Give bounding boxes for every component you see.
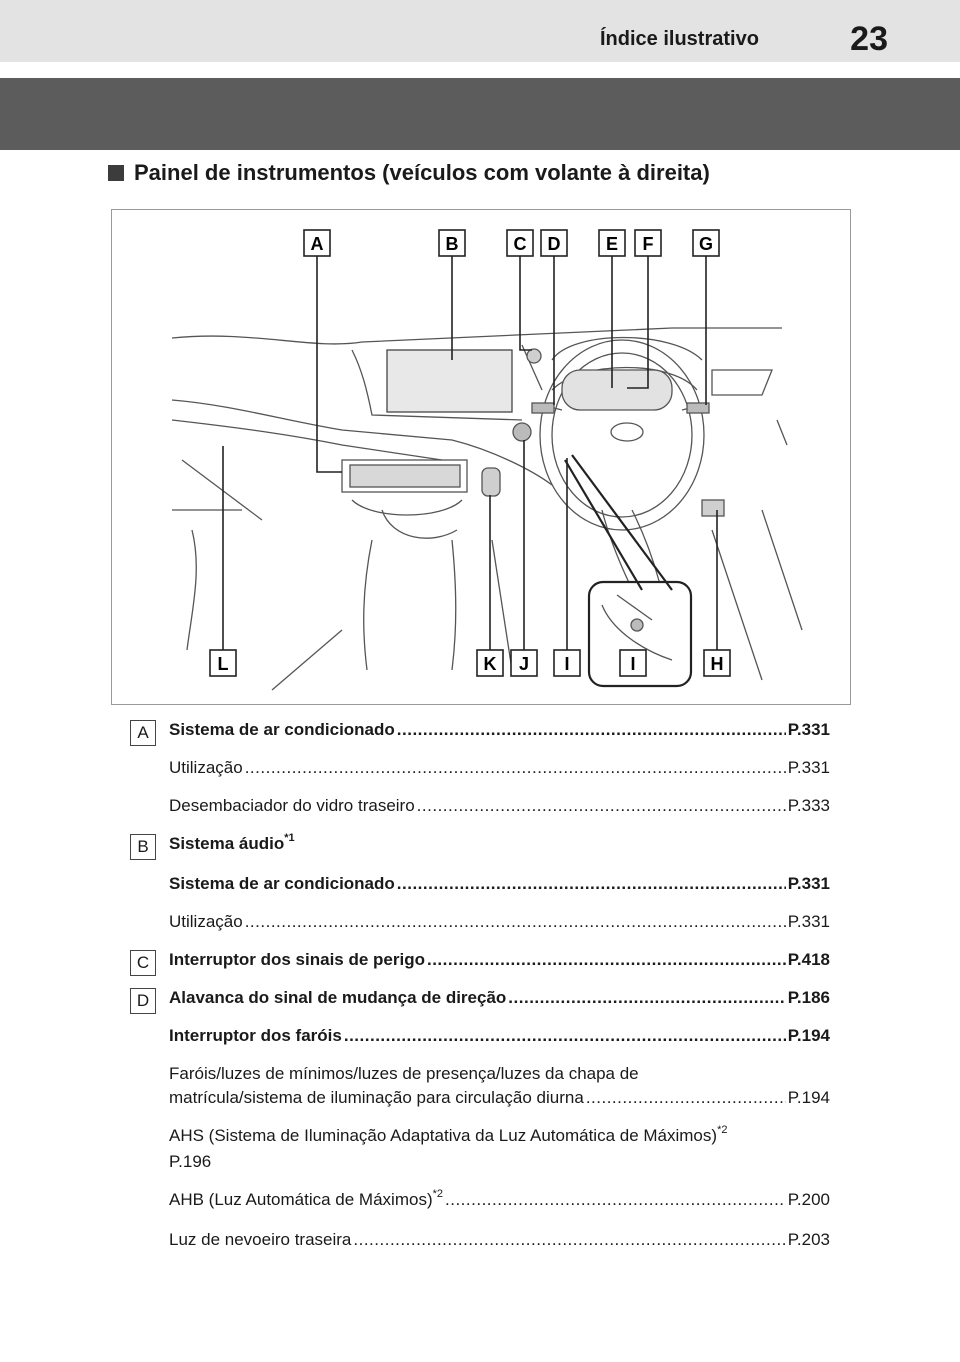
callout-d: D	[548, 234, 561, 254]
callout-b: B	[446, 234, 459, 254]
index-entries: A Sistema de ar condicionado P.331 Utili…	[130, 718, 830, 1266]
entry-c: C Interruptor dos sinais de perigo P.418	[130, 948, 830, 976]
section-heading-text: Painel de instrumentos (veículos com vol…	[134, 160, 710, 185]
callout-j: J	[519, 654, 529, 674]
dark-band	[0, 78, 960, 150]
callout-g: G	[699, 234, 713, 254]
entry-a: A Sistema de ar condicionado P.331 Utili…	[130, 718, 830, 818]
entry-d-ahb-line: AHB (Luz Automática de Máximos)*2 P.200	[169, 1188, 830, 1214]
entry-c-line-1: Interruptor dos sinais de perigo P.418	[169, 948, 830, 972]
badge-d: D	[130, 988, 156, 1014]
entry-b-line-1: Sistema de ar condicionado P.331	[169, 872, 830, 896]
entry-b: B Sistema áudio*1 Sistema de ar condicio…	[130, 832, 830, 934]
dashboard-drawing: A B C D E F G L K J I I H	[171, 229, 803, 691]
entry-d-line-2: Interruptor dos faróis P.194	[169, 1024, 830, 1048]
callout-e: E	[606, 234, 618, 254]
badge-c: C	[130, 950, 156, 976]
callout-i-inset: I	[630, 654, 635, 674]
entry-a-line-3: Desembaciador do vidro traseiro P.333	[169, 794, 830, 818]
badge-a: A	[130, 720, 156, 746]
callout-i: I	[564, 654, 569, 674]
dashboard-illustration: A B C D E F G L K J I I H	[111, 209, 851, 705]
callout-h: H	[711, 654, 724, 674]
callouts-bottom: L K J I I H	[209, 649, 731, 677]
entry-d-lights-line-2: matrícula/sistema de iluminação para cir…	[169, 1086, 830, 1110]
entry-d-ahs-line: AHS (Sistema de Iluminação Adaptativa da…	[169, 1124, 728, 1145]
callout-a: A	[311, 234, 324, 254]
entry-d-lights-line-1: Faróis/luzes de mínimos/luzes de presenç…	[169, 1064, 639, 1083]
entry-d-fog-line: Luz de nevoeiro traseira P.203	[169, 1228, 830, 1252]
callout-f: F	[643, 234, 654, 254]
callout-k: K	[484, 654, 497, 674]
header-title: Índice ilustrativo	[600, 28, 759, 50]
square-bullet-icon	[108, 165, 124, 181]
callout-c: C	[514, 234, 527, 254]
entry-b-line-2: Utilização P.331	[169, 910, 830, 934]
entry-a-line-1: Sistema de ar condicionado P.331	[169, 718, 830, 742]
section-heading: Painel de instrumentos (veículos com vol…	[108, 160, 710, 186]
entry-d-ahs-page: P.196	[169, 1152, 212, 1171]
page-number: 23	[850, 20, 888, 58]
entry-a-line-2: Utilização P.331	[169, 756, 830, 780]
badge-b: B	[130, 834, 156, 860]
entry-b-title: Sistema áudio*1	[169, 832, 295, 853]
callout-l: L	[218, 654, 229, 674]
callouts-top: A B C D E F G	[303, 229, 720, 257]
entry-d: D Alavanca do sinal de mudança de direçã…	[130, 986, 830, 1252]
header-band	[0, 0, 960, 62]
entry-d-line-1: Alavanca do sinal de mudança de direção …	[169, 986, 830, 1010]
